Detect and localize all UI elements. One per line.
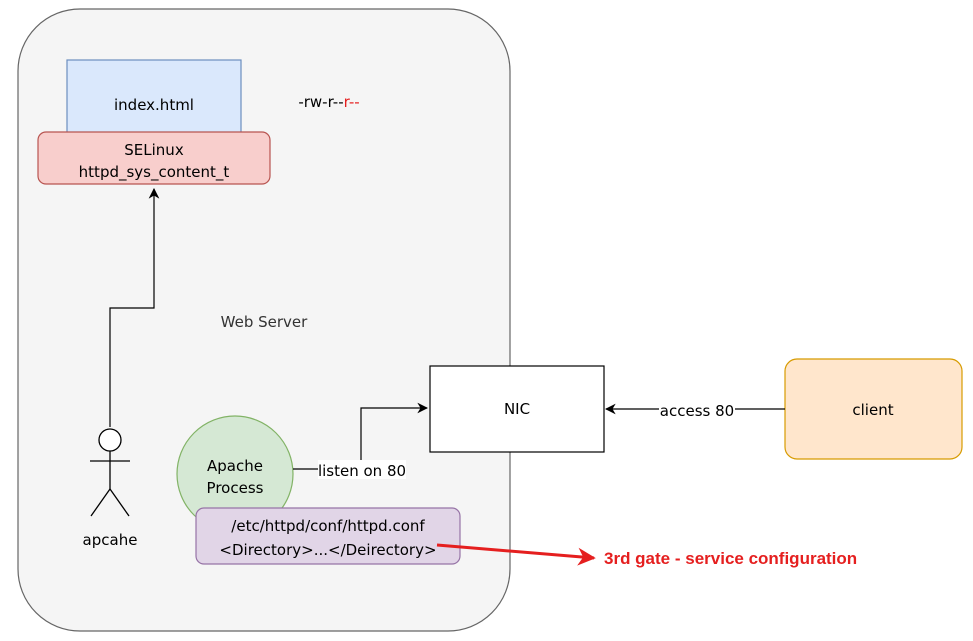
permissions-other: r-- bbox=[344, 93, 360, 111]
apache-process-label-line2: Process bbox=[207, 479, 264, 497]
selinux-box bbox=[38, 132, 270, 184]
actor-head bbox=[98, 428, 122, 452]
permissions-owner-group: -rw-r-- bbox=[298, 93, 343, 111]
listen-label-bg bbox=[318, 460, 406, 479]
index-html-box bbox=[67, 60, 241, 136]
nic-box bbox=[429, 365, 605, 453]
index-html-label: index.html bbox=[114, 96, 194, 114]
access-label-bg bbox=[659, 400, 735, 419]
actor-figure bbox=[90, 428, 130, 517]
gate-arrow bbox=[436, 543, 596, 566]
nic-label: NIC bbox=[504, 400, 530, 418]
selinux-box-border bbox=[37, 131, 271, 185]
httpd-config-path: /etc/httpd/conf/httpd.conf bbox=[231, 517, 425, 535]
selinux-label: SELinux bbox=[124, 141, 184, 159]
apache-process-node bbox=[177, 416, 293, 532]
apache-process-label-line1: Apache bbox=[207, 457, 263, 475]
client-box bbox=[785, 359, 962, 459]
web-server-container-border bbox=[17, 8, 511, 632]
httpd-config-box bbox=[196, 508, 460, 564]
httpd-config-box-border bbox=[195, 507, 461, 565]
gate-label: 3rd gate - service configuration bbox=[604, 549, 857, 568]
actor-to-selinux-edge bbox=[109, 187, 160, 427]
selinux-context-label: httpd_sys_content_t bbox=[79, 163, 230, 182]
httpd-config-directive: <Directory>...</Deirectory> bbox=[219, 541, 436, 559]
listen-edge-label: listen on 80 bbox=[318, 462, 406, 480]
actor-label: apcahe bbox=[83, 531, 138, 549]
access-edge-label: access 80 bbox=[660, 402, 734, 420]
client-label: client bbox=[852, 401, 893, 419]
file-permissions: -rw-r--r-- bbox=[298, 93, 359, 111]
web-server-label: Web Server bbox=[221, 313, 308, 331]
